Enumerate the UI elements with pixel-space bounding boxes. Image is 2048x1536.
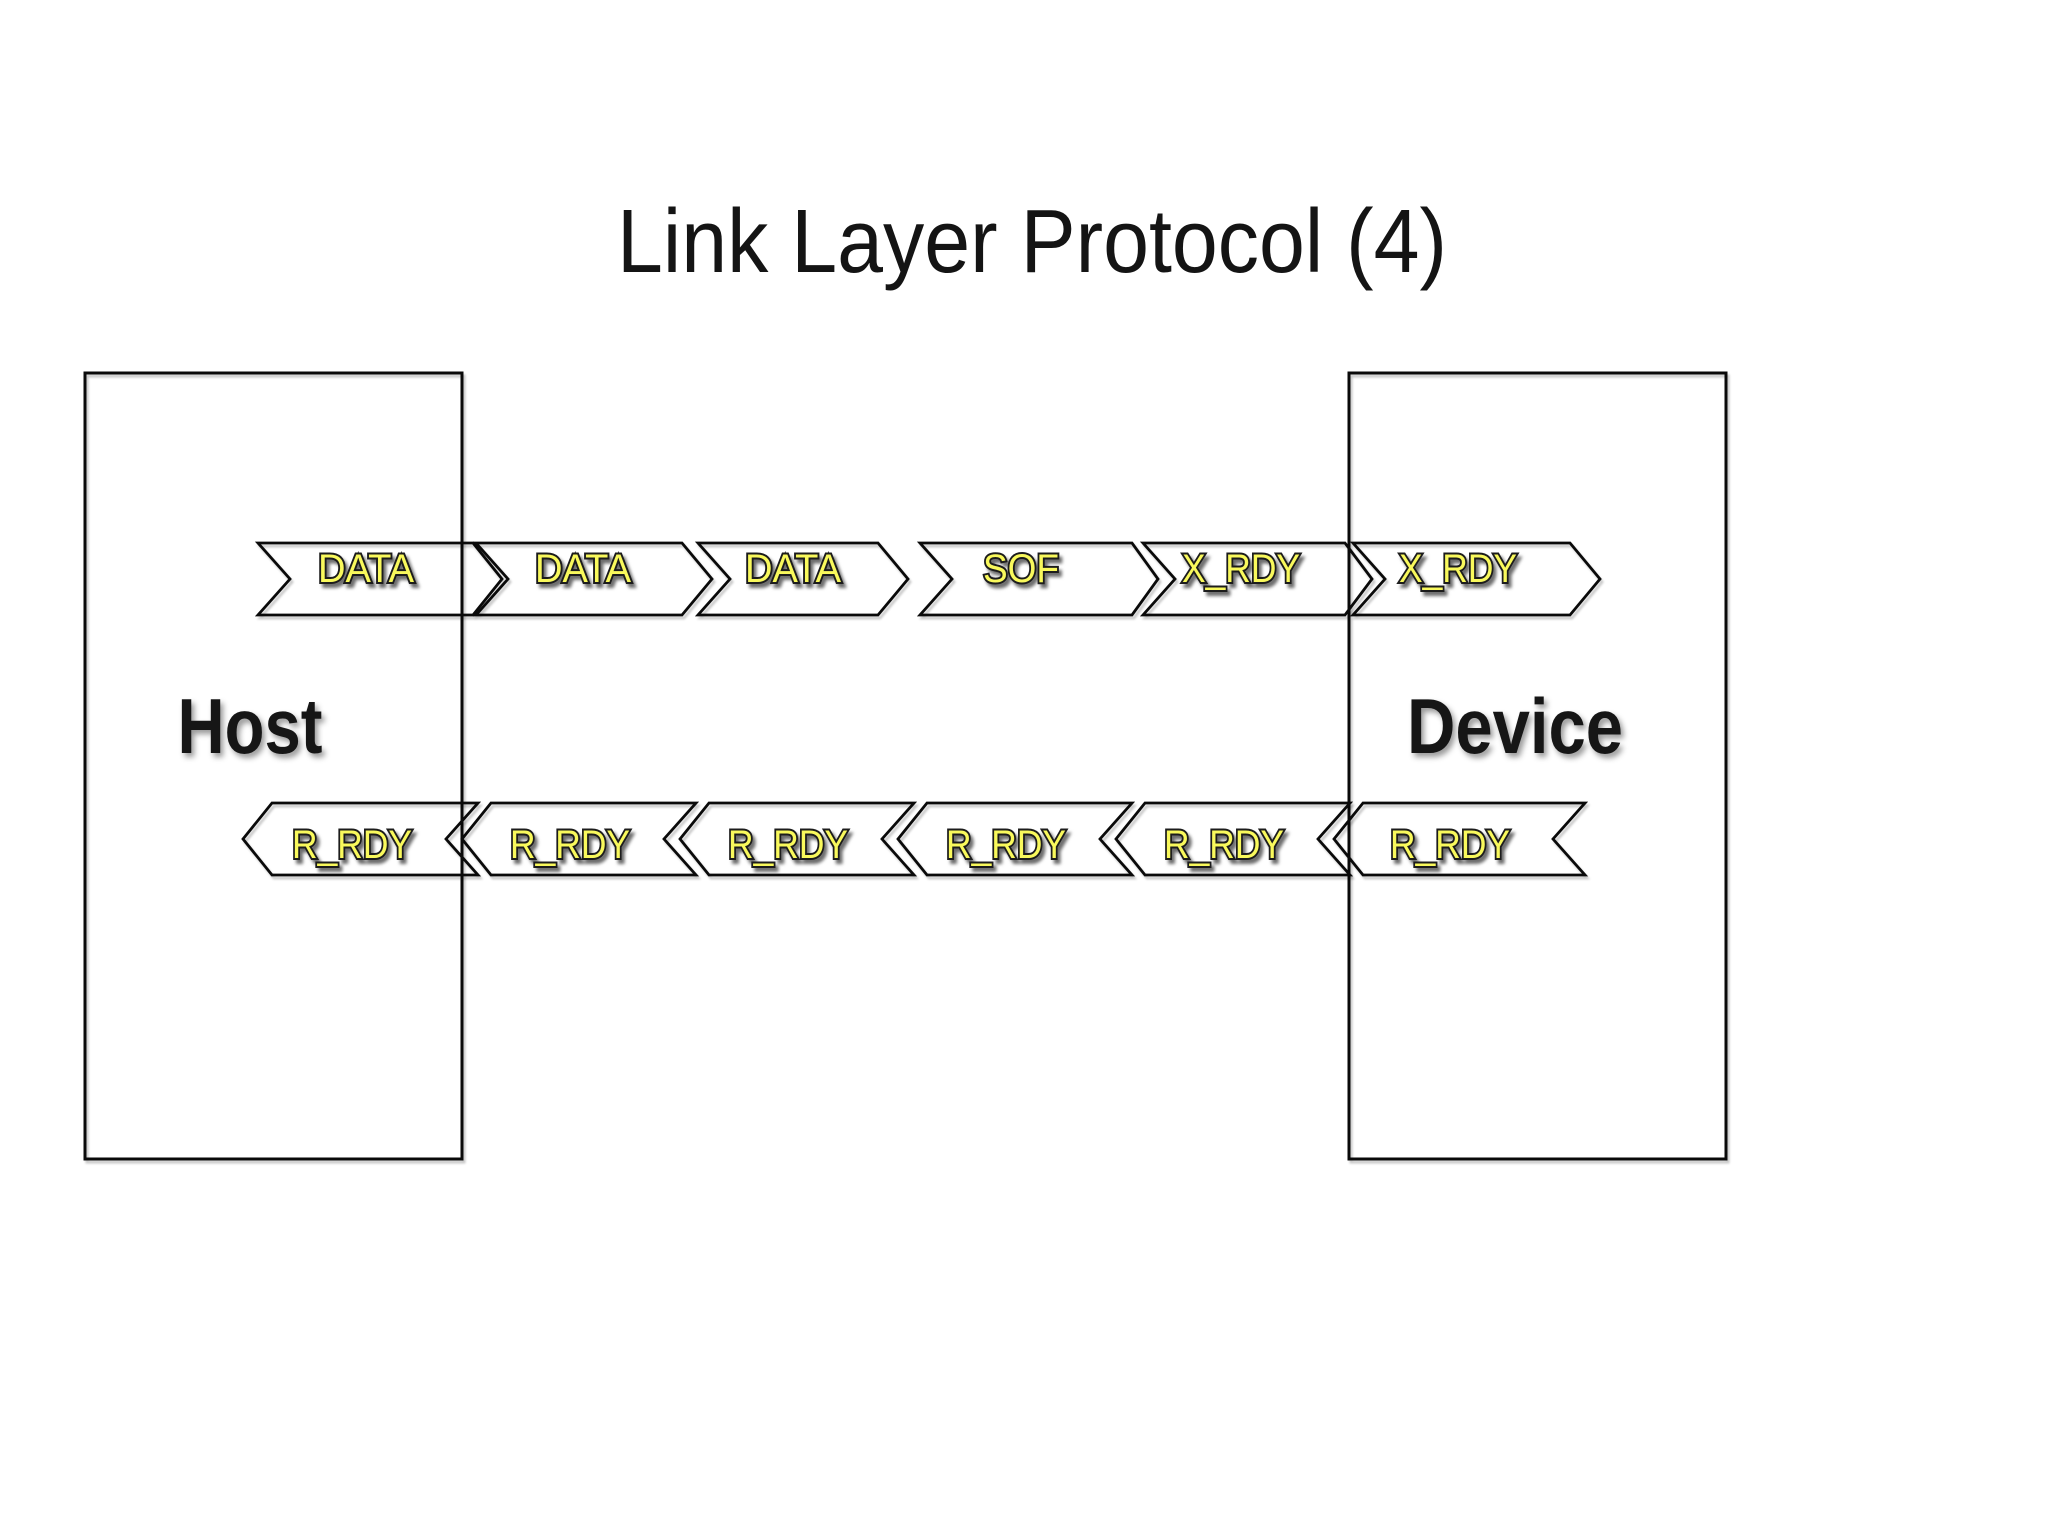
left-arrow-shape — [241, 801, 482, 877]
right-arrow-shape — [254, 541, 504, 617]
arrow-label: R_RDY — [946, 823, 1066, 867]
arrow-label: DATA — [318, 547, 414, 591]
arrow-label: R_RDY — [728, 823, 848, 867]
left-arrow-shape — [678, 801, 918, 877]
arrow-label: R_RDY — [1390, 823, 1510, 867]
bottom-arrow-row: R_RDY R_RDY R_RDY R_RDY R_RDY R_RDY — [241, 801, 1589, 877]
arrow-label: DATA — [745, 547, 841, 591]
device-label: Device — [1407, 682, 1623, 770]
top-arrow-row: DATA DATA DATA SOF X_RDY X_RDY — [254, 541, 1602, 617]
left-arrow-shape — [460, 801, 700, 877]
host-box — [83, 371, 464, 1161]
arrow-label: R_RDY — [510, 823, 630, 867]
right-arrow-shape — [1139, 541, 1374, 617]
right-arrow-shape — [694, 541, 910, 617]
host-label: Host — [178, 682, 323, 770]
left-arrow-shape — [1114, 801, 1354, 877]
arrow-label: X_RDY — [1182, 547, 1300, 591]
left-arrow-shape — [896, 801, 1136, 877]
device-box — [1347, 371, 1728, 1161]
slide-title: Link Layer Protocol (4) — [617, 192, 1447, 292]
arrow-label: R_RDY — [292, 823, 412, 867]
arrow-label: R_RDY — [1164, 823, 1284, 867]
right-arrow-shape — [472, 541, 714, 617]
arrow-label: SOF — [983, 547, 1059, 591]
right-arrow-shape — [1349, 541, 1602, 617]
left-arrow-shape — [1332, 801, 1589, 877]
arrow-label: DATA — [535, 547, 631, 591]
right-arrow-shape — [916, 541, 1160, 617]
arrow-label: X_RDY — [1399, 547, 1517, 591]
